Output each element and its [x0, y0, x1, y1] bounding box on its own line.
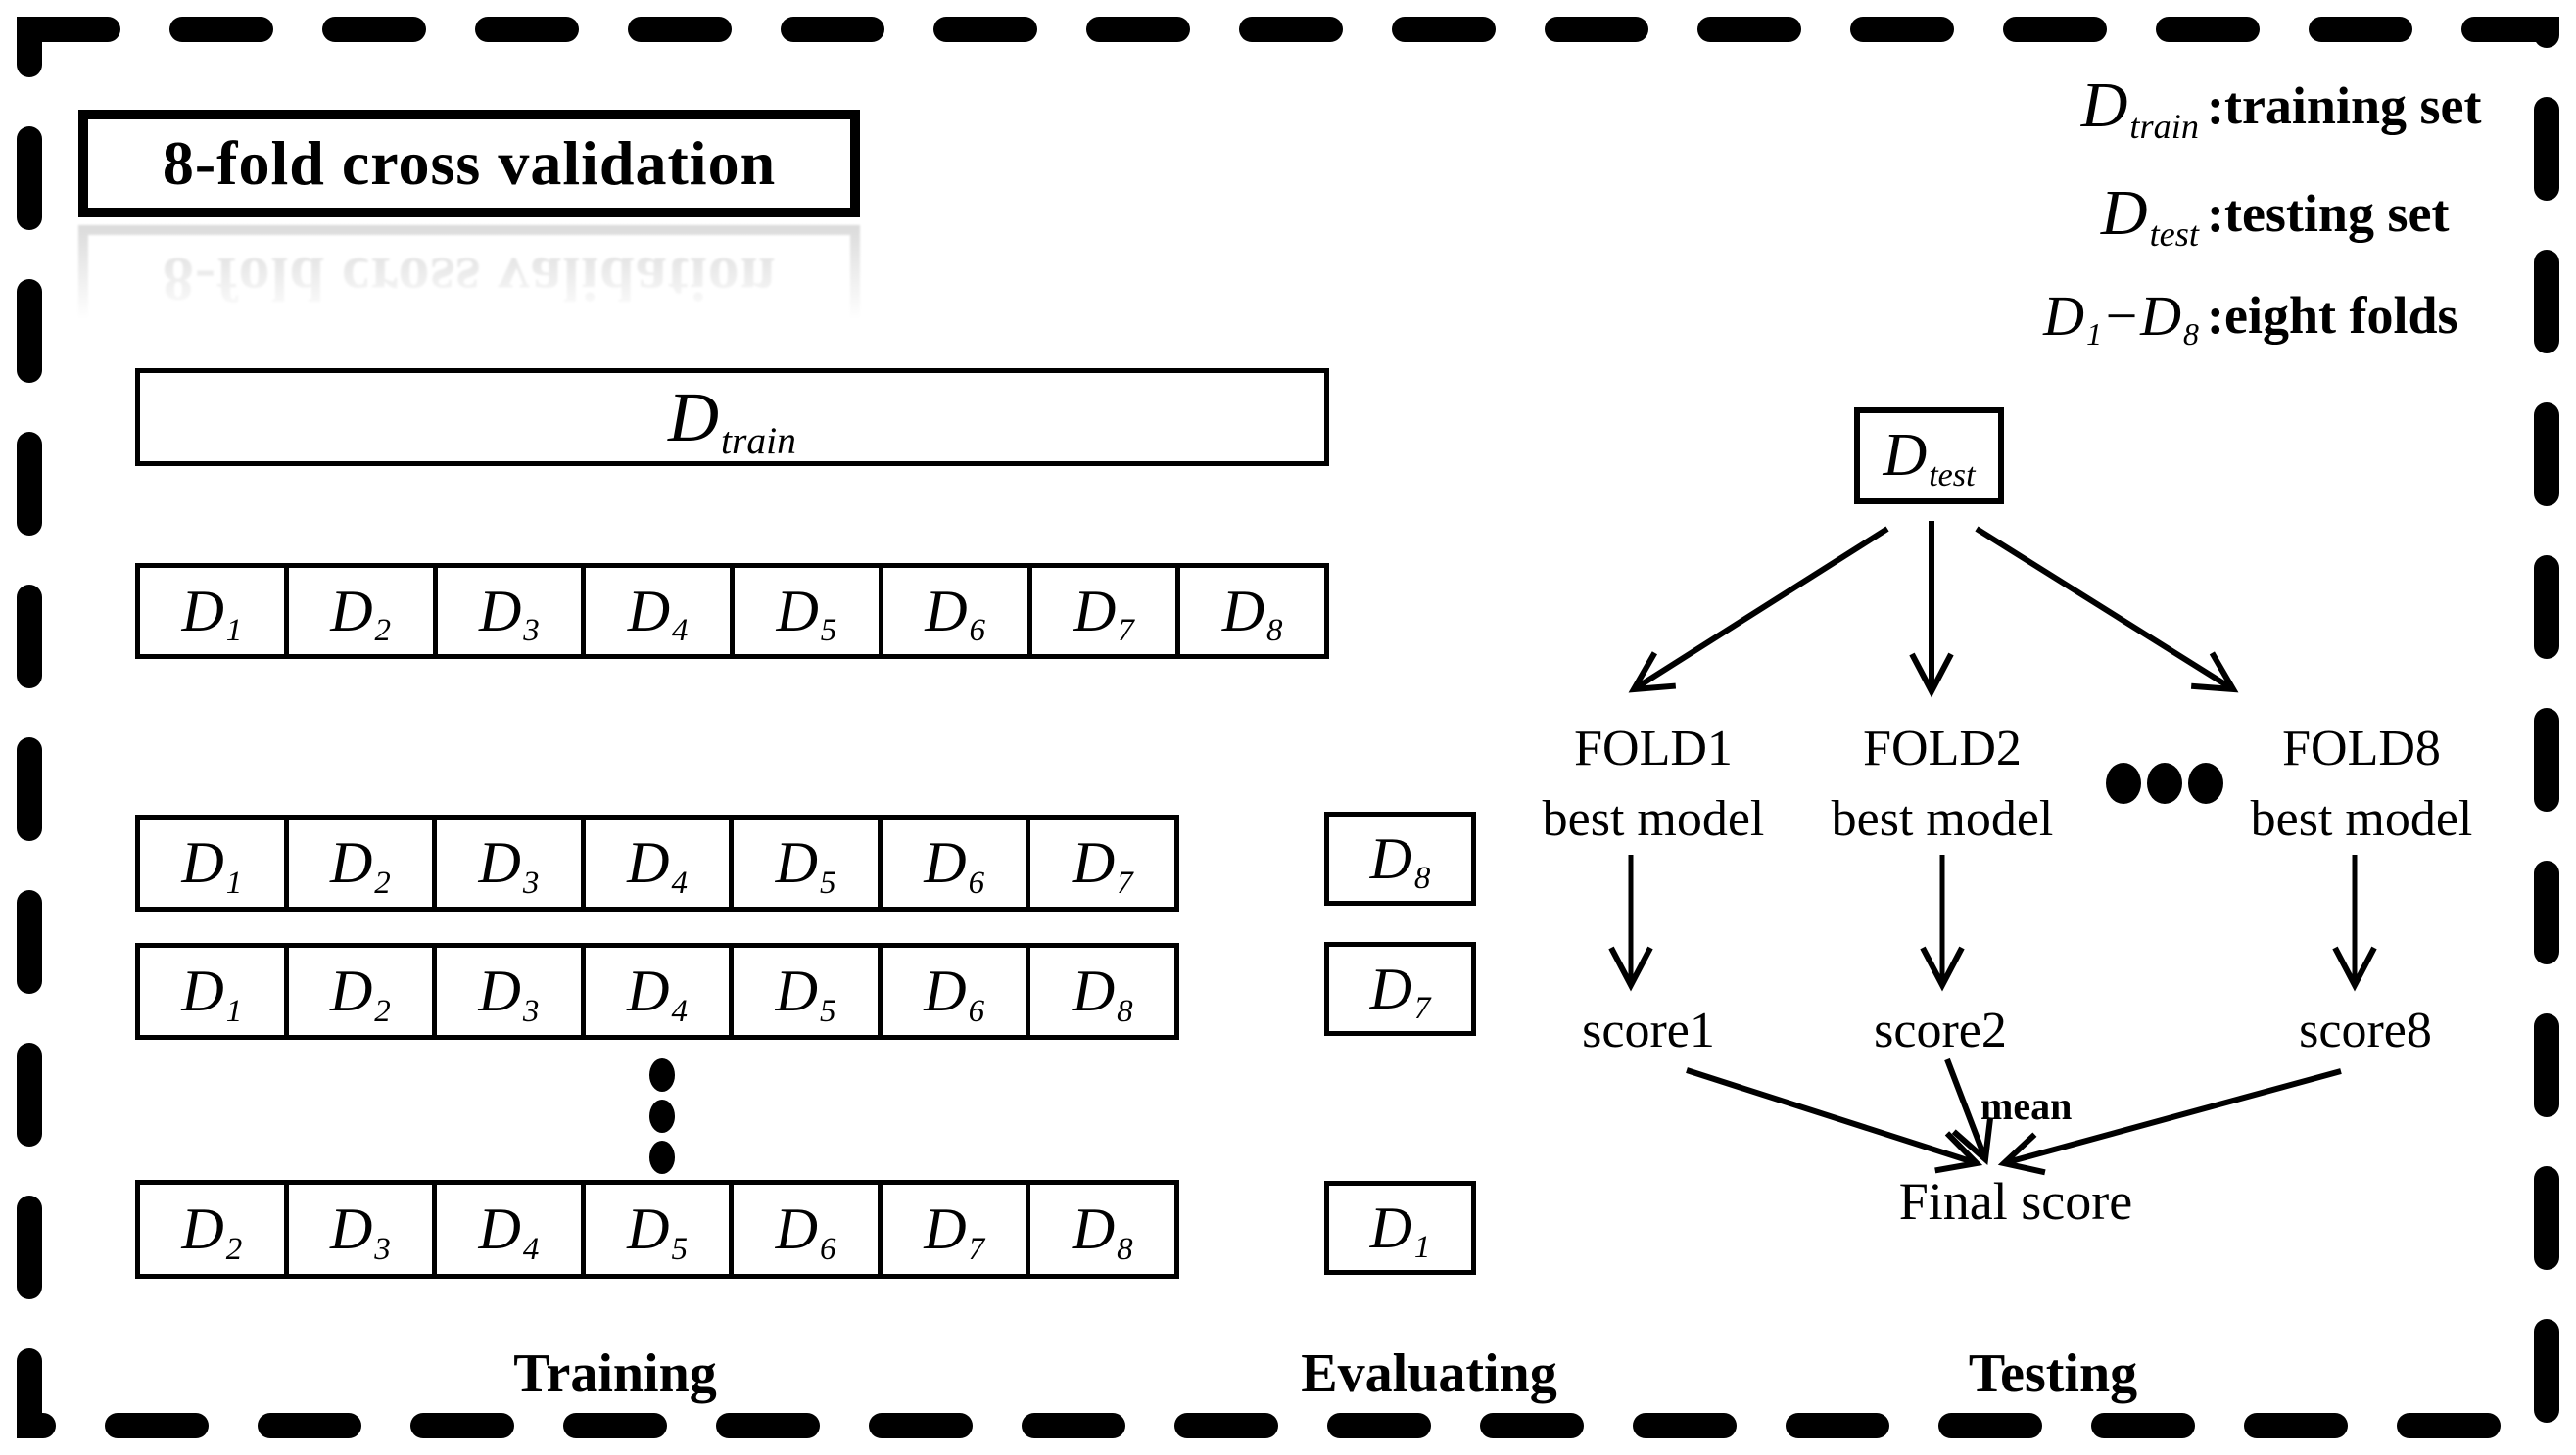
dtest-label: Dtest	[1883, 422, 1976, 494]
dtest-box: Dtest	[1854, 407, 2004, 504]
fold8-best-model: FOLD8 best model	[2205, 714, 2518, 855]
train-row-last: D2 D3 D4 D5 D6 D7 D8	[135, 1180, 1179, 1279]
legend-symbol-dtrain: Dtrain	[2080, 70, 2199, 146]
fold-cell-d3: D3	[438, 568, 587, 654]
train-row-1: D1 D2 D3 D4 D5 D6 D7	[135, 815, 1179, 912]
reflection-fade-overlay	[65, 223, 878, 356]
fold2-subtitle: best model	[1831, 791, 2054, 847]
train-cell: D1	[140, 820, 289, 907]
arrow-dtest-fold8	[1975, 526, 2239, 693]
train-cell: D5	[586, 1185, 735, 1274]
legend-item-folds: D1−D8 :eight folds	[1998, 266, 2547, 364]
mean-label: mean	[1980, 1084, 2073, 1128]
fold-cell-d6: D6	[883, 568, 1032, 654]
legend-desc-folds: :eight folds	[2207, 286, 2458, 345]
fold2-best-model: FOLD2 best model	[1786, 714, 2099, 855]
legend-item-train: Dtrain :training set	[1998, 57, 2547, 155]
dtrain-box: Dtrain	[135, 368, 1329, 466]
train-cell: D7	[1072, 830, 1133, 901]
fold-cell-d2: D2	[289, 568, 438, 654]
legend-item-test: Dtest :testing set	[1998, 164, 2547, 262]
legend-symbol-folds: D1−D8	[2043, 283, 2199, 352]
fold1-title: FOLD1	[1574, 721, 1733, 776]
train-cell: D4	[437, 1185, 586, 1274]
section-label-evaluating: Evaluating	[1301, 1343, 1557, 1404]
arrow-score1-final	[1686, 1067, 1983, 1174]
legend-desc-test: :testing set	[2207, 184, 2450, 243]
fold-cell-d7: D7	[1032, 568, 1181, 654]
train-cell: D5	[734, 948, 883, 1035]
vertical-ellipsis-icon	[649, 1058, 675, 1174]
diagram-title: 8-fold cross validation	[78, 110, 860, 217]
train-cell: D6	[883, 948, 1031, 1035]
eval-box-d1: D1	[1324, 1181, 1476, 1275]
eval-box-d7: D7	[1324, 942, 1476, 1036]
eval-box-d8: D8	[1324, 812, 1476, 906]
score8-label: score8	[2299, 1003, 2432, 1058]
fold8-subtitle: best model	[2250, 791, 2473, 847]
train-cell: D1	[140, 948, 289, 1035]
score2-label: score2	[1874, 1003, 2007, 1058]
fold1-subtitle: best model	[1542, 791, 1765, 847]
train-cell: D6	[883, 820, 1031, 907]
fold-cell-d5: D5	[735, 568, 883, 654]
train-cell: D4	[586, 820, 735, 907]
train-cell: D8	[1072, 959, 1133, 1029]
fold2-title: FOLD2	[1863, 721, 2022, 776]
fold8-title: FOLD8	[2282, 721, 2441, 776]
section-label-training: Training	[513, 1343, 717, 1404]
fold-cell-d1: D1	[140, 568, 289, 654]
train-cell: D3	[289, 1185, 438, 1274]
train-row-2: D1 D2 D3 D4 D5 D6 D8	[135, 943, 1179, 1040]
legend-symbol-dtest: Dtest	[2100, 177, 2199, 254]
train-cell: D6	[734, 1185, 883, 1274]
score1-label: score1	[1582, 1003, 1715, 1058]
section-label-testing: Testing	[1968, 1343, 2138, 1404]
arrow-dtest-fold1	[1628, 526, 1889, 693]
train-cell: D5	[734, 820, 883, 907]
train-cell: D4	[586, 948, 735, 1035]
train-cell: D2	[140, 1185, 289, 1274]
train-cell: D8	[1072, 1197, 1133, 1267]
train-cell: D3	[437, 820, 586, 907]
fold-cell-d8: D8	[1221, 578, 1283, 649]
legend-desc-train: :training set	[2207, 76, 2482, 135]
train-cell: D2	[289, 820, 438, 907]
dtrain-label: Dtrain	[668, 377, 796, 462]
final-score-label: Final score	[1898, 1172, 2133, 1231]
fold1-best-model: FOLD1 best model	[1497, 714, 1810, 855]
folds-row-all: D1 D2 D3 D4 D5 D6 D7 D8	[135, 563, 1329, 659]
fold-cell-d4: D4	[586, 568, 735, 654]
train-cell: D3	[437, 948, 586, 1035]
train-cell: D7	[883, 1185, 1031, 1274]
train-cell: D2	[289, 948, 438, 1035]
